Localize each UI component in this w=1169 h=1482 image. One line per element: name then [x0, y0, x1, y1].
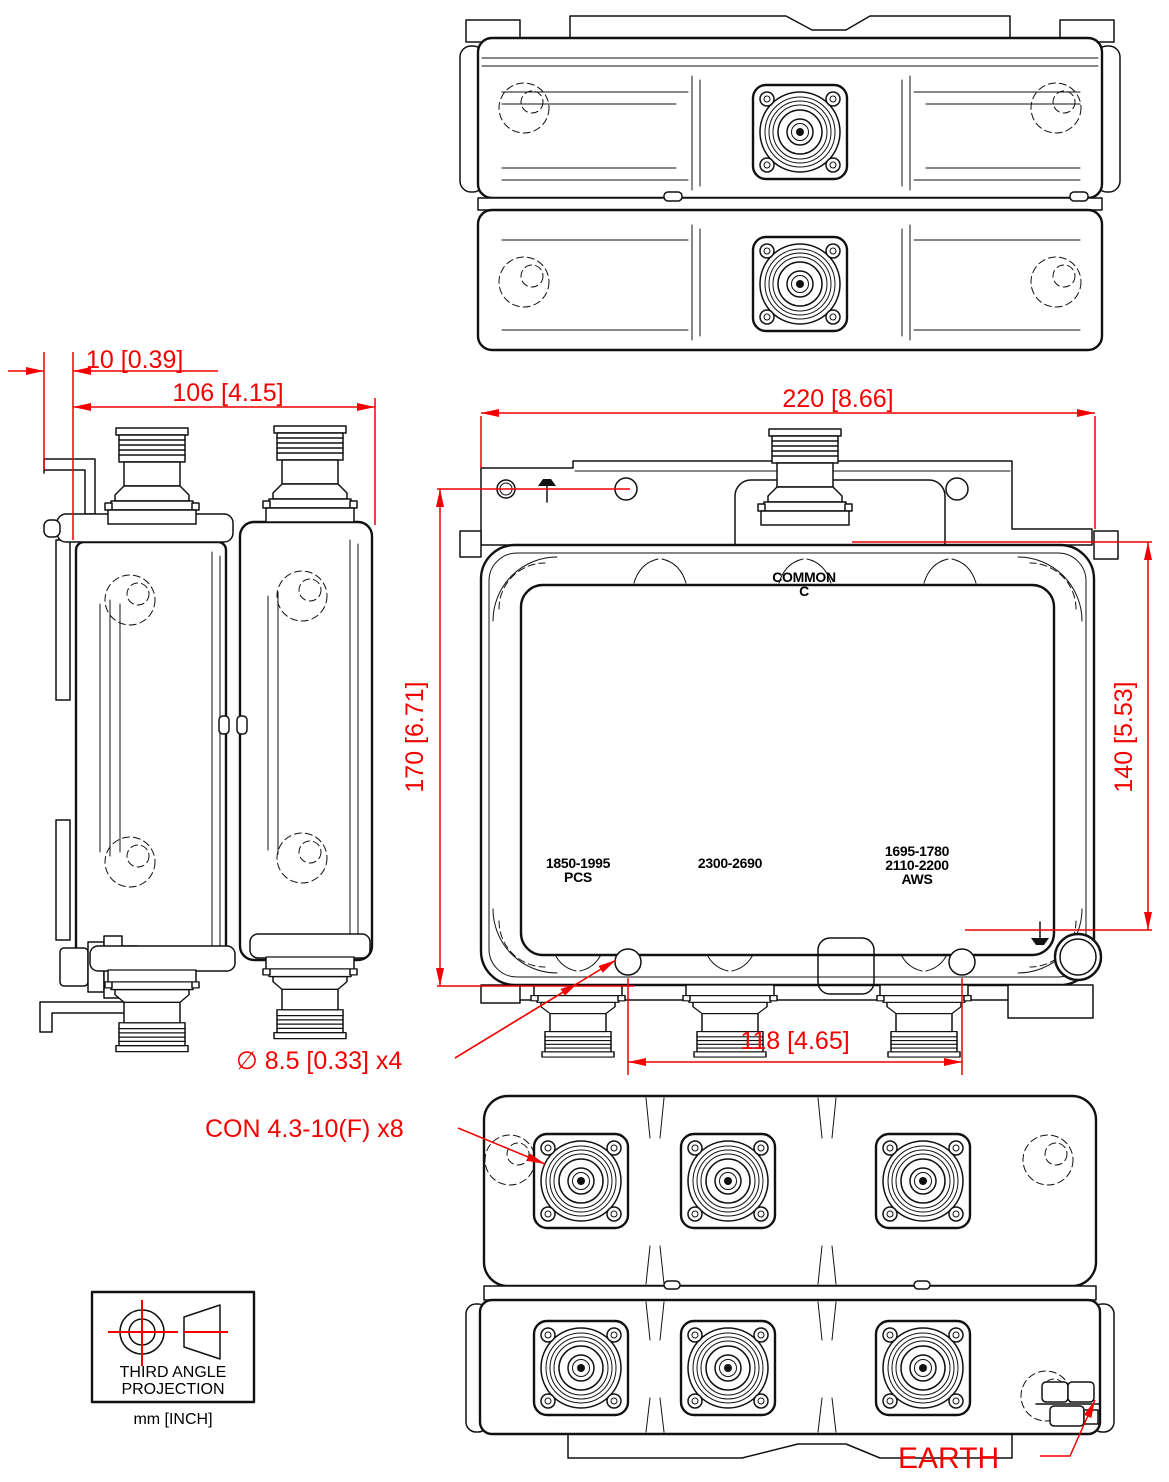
earth-stud-front: [1053, 932, 1103, 982]
side-view: [39, 425, 374, 1053]
top-view: [459, 15, 1121, 352]
connector-flange-bottom-6: [874, 1319, 972, 1417]
mounting-hole-bottom-left: [614, 948, 642, 976]
label-pcs-range: 1850-1995: [546, 855, 611, 871]
connector-flange-top-1: [751, 83, 849, 181]
callout-connector: CON 4.3-10(F) x8: [205, 1115, 404, 1143]
label-aws-band: AWS: [902, 871, 933, 887]
callout-earth: EARTH: [898, 1442, 999, 1475]
label-mid-range: 2300-2690: [698, 855, 763, 871]
mounting-hole-top-right: [945, 477, 969, 501]
connector-flange-bottom-5: [679, 1319, 777, 1417]
callout-hole: ∅ 8.5 [0.33] x4: [236, 1047, 402, 1075]
service-cutout: [817, 937, 875, 995]
label-aws-range1: 1695-1780: [885, 843, 950, 859]
mounting-hole-bottom-right: [948, 948, 976, 976]
projection-text-line2: PROJECTION: [121, 1381, 224, 1398]
projection-text-line1: THIRD ANGLE: [120, 1364, 227, 1381]
front-face: [519, 583, 1056, 957]
connector-flange-top-2: [751, 235, 849, 333]
connector-flange-bottom-2: [679, 1132, 777, 1230]
label-pcs-band: PCS: [564, 869, 592, 885]
dim-hole-spacing: 118 [4.65]: [740, 1027, 849, 1055]
dim-body-height: 140 [5.53]: [1110, 681, 1138, 792]
connector-flange-bottom-1: [532, 1132, 630, 1230]
bracket-strap-lower: [55, 819, 71, 941]
earth-leader: [1040, 1399, 1096, 1457]
bottom-view: [465, 1094, 1115, 1459]
connector-flange-bottom-3: [874, 1132, 972, 1230]
body-left: [74, 540, 228, 964]
body-right: [238, 520, 374, 962]
label-common-line1: COMMON: [772, 569, 836, 585]
bracket-strap-upper: [55, 539, 71, 701]
label-common-line2: C: [799, 583, 809, 599]
projection-cone: [183, 1304, 221, 1360]
projection-symbol: THIRD ANGLE PROJECTION mm [INCH]: [90, 1290, 256, 1428]
units-note: mm [INCH]: [133, 1411, 212, 1428]
dimension-annotations: 10 [0.39] 106 [4.15] 220 [8.66] 170 [6.7…: [8, 346, 1152, 1475]
dim-overall-width: 220 [8.66]: [782, 385, 893, 413]
front-view: COMMON C 1850-1995 PCS 2300-2690 1695-17…: [459, 428, 1119, 1058]
bottom-plate: [567, 1433, 1013, 1459]
dim-overall-height: 170 [6.71]: [401, 681, 429, 792]
dim-side-width: 106 [4.15]: [172, 379, 283, 407]
connector-flange-bottom-4: [532, 1319, 630, 1417]
label-aws-range2: 2110-2200: [885, 857, 949, 873]
dim-bracket-offset: 10 [0.39]: [86, 346, 183, 374]
connector-leader: [457, 1127, 546, 1165]
